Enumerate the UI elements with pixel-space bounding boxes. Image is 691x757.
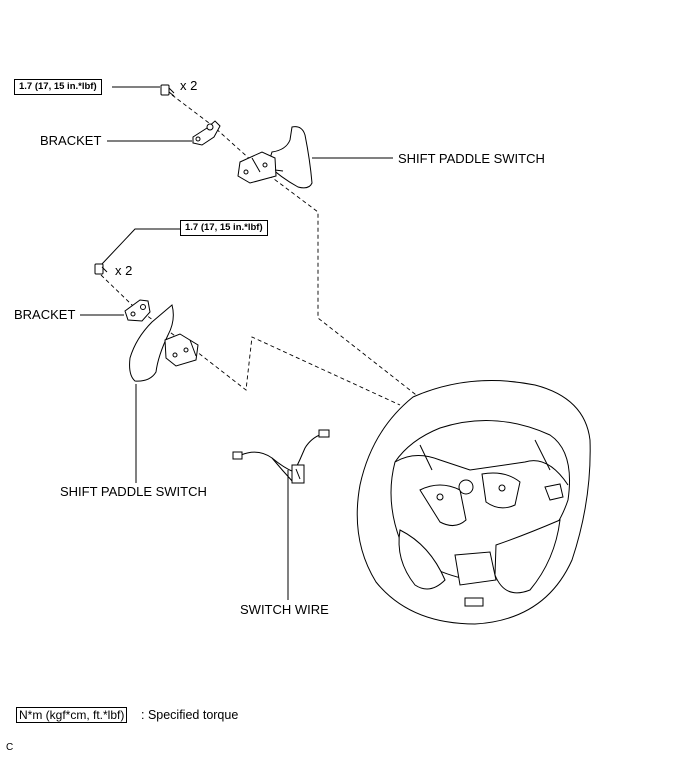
bracket-top-part bbox=[192, 120, 221, 146]
torque-spec-top: 1.7 (17, 15 in.*lbf) bbox=[14, 79, 102, 95]
bolt-top bbox=[160, 84, 175, 97]
bracket-left-part bbox=[124, 299, 151, 322]
bolt-mid bbox=[94, 263, 108, 275]
switch-wire-label: SWITCH WIRE bbox=[240, 602, 329, 617]
bracket-left-label: BRACKET bbox=[14, 307, 76, 322]
torque-spec-mid: 1.7 (17, 15 in.*lbf) bbox=[180, 220, 268, 236]
shift-paddle-left-part bbox=[129, 304, 199, 382]
shift-paddle-switch-right-label: SHIFT PADDLE SWITCH bbox=[398, 151, 545, 166]
shift-paddle-switch-left-label: SHIFT PADDLE SWITCH bbox=[60, 484, 207, 499]
quantity-mid: x 2 bbox=[115, 263, 133, 278]
steering-wheel-part bbox=[356, 380, 591, 625]
legend-torque-unit: N*m (kgf*cm, ft.*lbf) bbox=[16, 707, 128, 723]
quantity-top: x 2 bbox=[180, 78, 198, 93]
leader-torque-mid bbox=[101, 228, 180, 265]
bracket-top-label: BRACKET bbox=[40, 133, 102, 148]
assembly-lines bbox=[100, 94, 481, 446]
legend-description: : Specified torque bbox=[141, 708, 239, 722]
shift-paddle-top-part bbox=[237, 126, 313, 189]
switch-wire-part bbox=[232, 429, 330, 484]
corner-code: C bbox=[6, 742, 14, 753]
